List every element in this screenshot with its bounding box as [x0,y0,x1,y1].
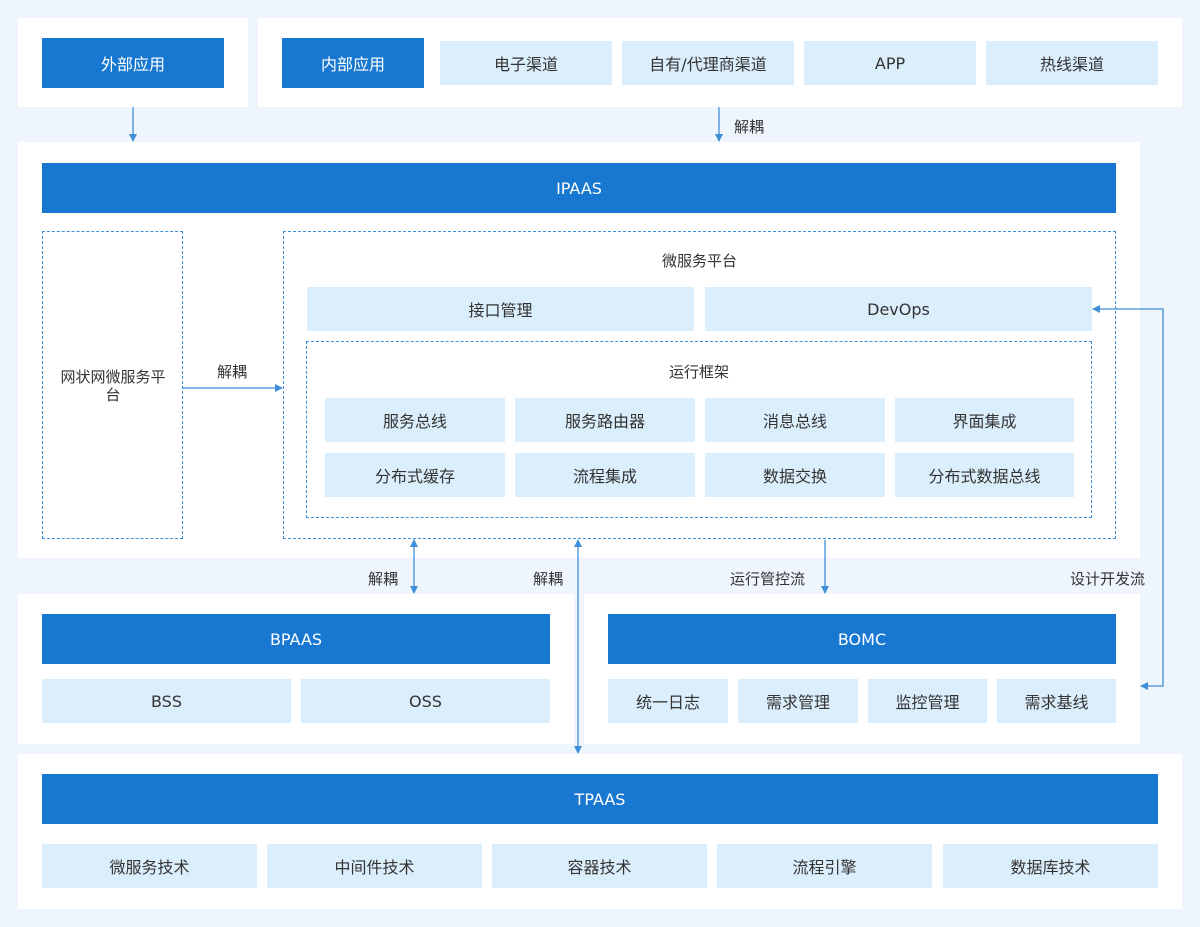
tpaas-header: TPAAS [42,774,1158,824]
ipaas-header: IPAAS [42,163,1116,213]
internal-app-box: 内部应用 [282,38,424,88]
mesh-platform-frame [42,231,183,539]
runtime-framework-title: 运行框架 [668,363,729,381]
runtime-item: 服务路由器 [515,398,695,442]
tpaas-item: 中间件技术 [267,844,482,888]
bomc-item: 监控管理 [868,679,987,723]
runtime-item: 数据交换 [705,453,885,497]
tpaas-item: 流程引擎 [717,844,932,888]
tpaas-item: 微服务技术 [42,844,257,888]
label-decouple-mesh: 解耦 [217,363,248,381]
bpaas-header: BPAAS [42,614,550,664]
label-design-dev: 设计开发流 [1070,570,1146,588]
runtime-item: 服务总线 [325,398,505,442]
runtime-item: 流程集成 [515,453,695,497]
bomc-item: 需求基线 [997,679,1116,723]
tpaas-item: 容器技术 [492,844,707,888]
runtime-item: 分布式数据总线 [895,453,1074,497]
runtime-framework-frame [306,341,1092,518]
label-decouple-tpaas: 解耦 [533,570,564,588]
microservice-platform-title: 微服务平台 [661,252,737,270]
mesh-platform-label: 网状网微服务平台 [60,368,166,404]
tpaas-item: 数据库技术 [943,844,1158,888]
bomc-header: BOMC [608,614,1116,664]
arrow-design-dev [1092,305,1164,690]
interface-management-box: 接口管理 [307,287,694,331]
channel-app: APP [804,41,976,85]
runtime-item: 消息总线 [705,398,885,442]
bss-box: BSS [42,679,291,723]
label-decouple-top: 解耦 [734,118,765,136]
label-runtime-control: 运行管控流 [730,570,806,588]
oss-box: OSS [301,679,550,723]
channel-agent: 自有/代理商渠道 [622,41,794,85]
bomc-item: 统一日志 [608,679,728,723]
bomc-item: 需求管理 [738,679,858,723]
channel-electronic: 电子渠道 [440,41,612,85]
devops-box: DevOps [705,287,1092,331]
external-app-box: 外部应用 [42,38,224,88]
runtime-item: 分布式缓存 [325,453,505,497]
label-decouple-bpaas: 解耦 [368,570,399,588]
channel-hotline: 热线渠道 [986,41,1158,85]
runtime-item: 界面集成 [895,398,1074,442]
